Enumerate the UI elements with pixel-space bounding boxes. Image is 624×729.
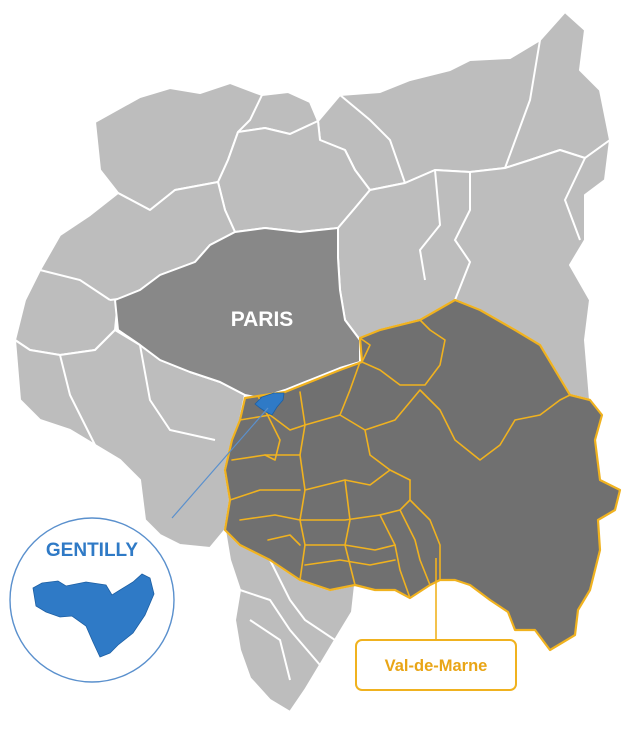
gentilly-enlarged-shape <box>32 573 155 658</box>
paris-label: PARIS <box>231 308 294 331</box>
gentilly-callout: GENTILLY <box>9 517 175 683</box>
val-de-marne-label-box: Val-de-Marne <box>355 639 517 691</box>
surrounding-departments <box>14 11 611 713</box>
val-de-marne-department <box>223 298 622 652</box>
gentilly-leader-line <box>171 407 269 519</box>
val-de-marne-label-frame <box>355 639 517 691</box>
gentilly-label: GENTILLY <box>46 540 139 561</box>
val-de-marne-label: Val-de-Marne <box>385 657 488 675</box>
gentilly-commune[interactable] <box>254 392 285 416</box>
